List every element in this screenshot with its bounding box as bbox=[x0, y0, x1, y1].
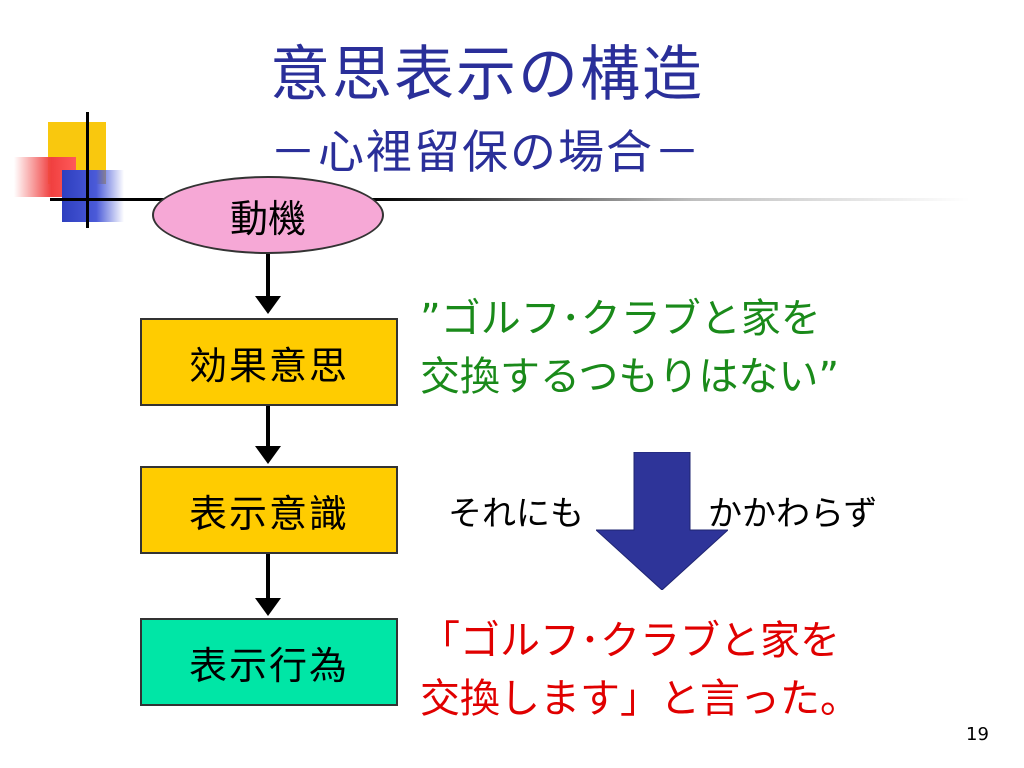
inner-thought-line-2: 交換するつもりはない” bbox=[420, 354, 840, 400]
inner-thought-text: ”ゴルフ･クラブと家を 交換するつもりはない” bbox=[420, 290, 839, 406]
connector-line-2 bbox=[266, 406, 270, 446]
decor-vertical-line bbox=[86, 112, 89, 228]
page-number: 19 bbox=[966, 724, 989, 745]
statement-line-2: 交換します」と言った。 bbox=[420, 676, 860, 722]
slide-title: 意思表示の構造 bbox=[270, 40, 704, 110]
motive-label: 動機 bbox=[229, 196, 306, 241]
nevertheless-right-text: かかわらず bbox=[708, 494, 878, 534]
connector-arrowhead-3 bbox=[255, 598, 281, 616]
down-arrow-icon bbox=[596, 452, 728, 590]
expression-awareness-box: 表示意識 bbox=[140, 466, 398, 554]
decor-blue-square bbox=[62, 170, 124, 222]
slide-subtitle: －心裡留保の場合－ bbox=[270, 125, 702, 179]
inner-thought-line-1: ”ゴルフ･クラブと家を bbox=[420, 296, 821, 342]
decor-horizontal-line bbox=[50, 198, 970, 201]
effect-intent-label: 効果意思 bbox=[188, 343, 349, 388]
expression-act-box: 表示行為 bbox=[140, 618, 398, 706]
connector-arrowhead-2 bbox=[255, 446, 281, 464]
connector-arrowhead-1 bbox=[255, 296, 281, 314]
connector-line-3 bbox=[266, 554, 270, 598]
expression-awareness-label: 表示意識 bbox=[188, 491, 349, 536]
motive-oval: 動機 bbox=[152, 176, 384, 254]
statement-text: 「ゴルフ･クラブと家を 交換します」と言った。 bbox=[420, 612, 860, 728]
expression-act-label: 表示行為 bbox=[188, 643, 349, 688]
effect-intent-box: 効果意思 bbox=[140, 318, 398, 406]
nevertheless-left-text: それにも bbox=[448, 494, 584, 534]
statement-line-1: 「ゴルフ･クラブと家を bbox=[420, 618, 840, 664]
connector-line-1 bbox=[266, 254, 270, 296]
